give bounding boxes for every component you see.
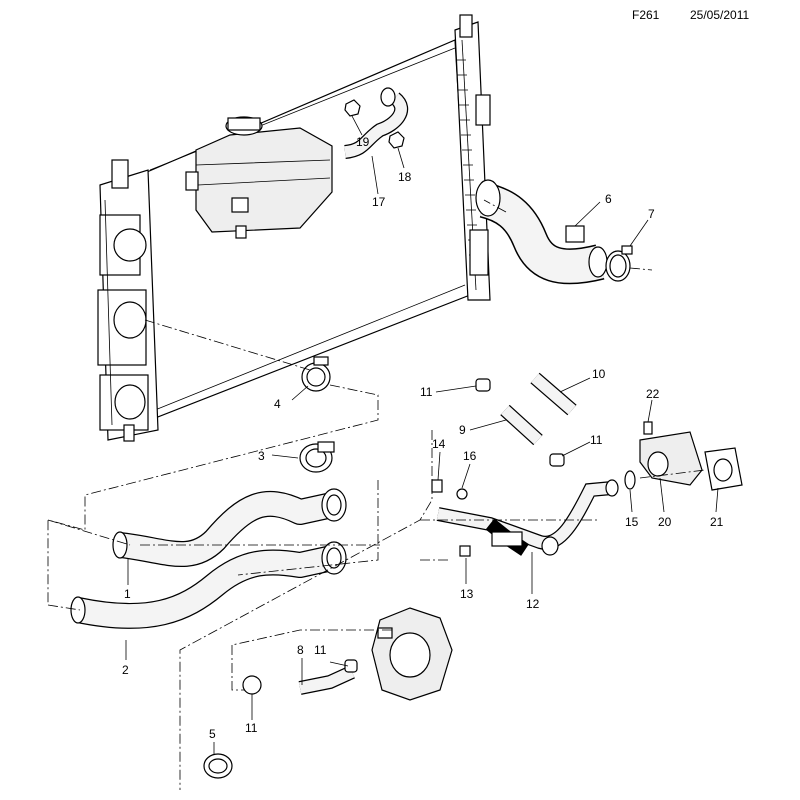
- leader-lines: [125, 115, 719, 755]
- callout-18: 18: [398, 170, 412, 184]
- callout-21: 21: [710, 515, 724, 529]
- part-7-clamp: [605, 245, 633, 282]
- part-1-hose: [112, 488, 347, 567]
- callout-6: 6: [605, 192, 612, 206]
- callout-2: 2: [122, 663, 129, 677]
- callout-11-lower-mid: 11: [314, 643, 327, 657]
- part-2-hose: [70, 541, 347, 629]
- sheet-id: F261: [632, 8, 660, 22]
- callout-19: 19: [356, 135, 370, 149]
- callout-20: 20: [658, 515, 672, 529]
- callout-1: 1: [124, 587, 131, 601]
- part-6-hose: [475, 179, 608, 285]
- callout-14: 14: [432, 437, 446, 451]
- part-12-pipe: [436, 479, 619, 556]
- callout-4: 4: [274, 397, 281, 411]
- part-9-hose: [500, 404, 543, 446]
- callout-11-lower-left: 11: [245, 721, 258, 735]
- part-19-nut: [344, 99, 361, 117]
- part-13-bolt: [459, 545, 471, 557]
- part-11-clamp-lower-left: [242, 675, 262, 695]
- part-11-clamp-upper-right: [549, 453, 565, 467]
- part-17-hose: [343, 87, 409, 159]
- callout-11-upper-left: 11: [420, 385, 433, 399]
- part-5-clamp: [203, 753, 233, 779]
- callout-7: 7: [648, 207, 655, 221]
- sheet-date: 25/05/2011: [690, 8, 750, 22]
- part-21-gasket: [704, 447, 743, 491]
- part-20-housing: [639, 431, 703, 486]
- callout-8: 8: [297, 643, 304, 657]
- callout-17: 17: [372, 195, 386, 209]
- callout-10: 10: [592, 367, 606, 381]
- part-15-seal: [624, 470, 636, 490]
- callout-22: 22: [646, 387, 660, 401]
- callout-16: 16: [463, 449, 477, 463]
- part-11-clamp-lower-mid: [344, 659, 358, 673]
- part-10-hose: [530, 372, 577, 416]
- part-4-clamp: [301, 356, 331, 392]
- expansion-tank: [185, 116, 333, 239]
- radiator: [97, 14, 491, 442]
- callout-5: 5: [209, 727, 216, 741]
- part-22-bolt: [643, 421, 653, 435]
- part-8-hose: [298, 665, 355, 695]
- callout-15: 15: [625, 515, 639, 529]
- callout-3: 3: [258, 449, 265, 463]
- part-3-clamp: [299, 441, 335, 473]
- callout-12: 12: [526, 597, 540, 611]
- part-11-clamp-upper-left: [475, 378, 491, 392]
- connection-lines: [47, 199, 706, 790]
- water-pump: [371, 607, 453, 701]
- callout-13: 13: [460, 587, 474, 601]
- part-18-nut: [388, 131, 405, 149]
- callout-11-upper-right: 11: [590, 433, 603, 447]
- callout-9: 9: [459, 423, 466, 437]
- part-16-washer: [456, 488, 468, 500]
- part-14-bolt: [431, 479, 443, 493]
- callouts: 1 2 3 4 5 6 7 8 9 10 11 11 11 11 12 13 1…: [122, 135, 724, 741]
